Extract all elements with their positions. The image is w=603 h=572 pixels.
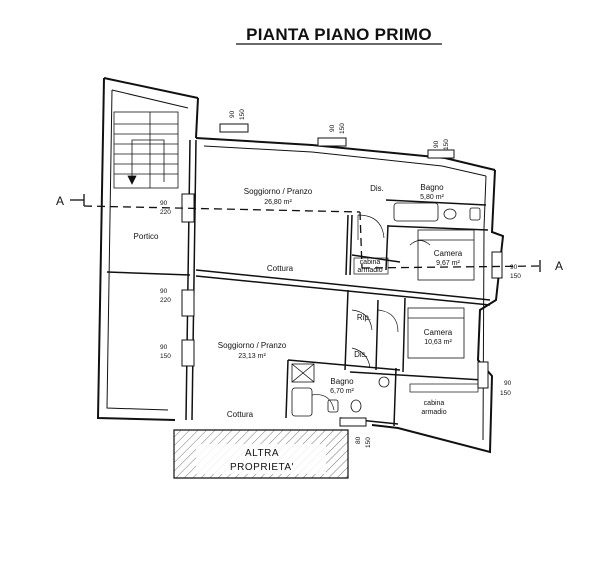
room-dis-1: Dis. (370, 184, 384, 193)
room-camera-2-area: 10,63 m² (424, 339, 452, 346)
windows (181, 123, 503, 427)
bathroom-fixtures (291, 202, 481, 417)
dim-90: 90 (160, 288, 168, 295)
room-soggiorno-2-name: Soggiorno / Pranzo (218, 341, 287, 350)
dim-220: 220 (160, 297, 171, 304)
dim-220: 220 (160, 209, 171, 216)
other-property-line1: ALTRA (245, 448, 279, 459)
room-cabina-1-line2: armadio (357, 267, 382, 274)
room-camera-1-name: Camera (434, 249, 463, 258)
room-bagno-1-area: 5,80 m² (420, 194, 444, 201)
plan-title: PIANTA PIANO PRIMO (246, 25, 432, 44)
room-cabina-2-line1: cabina (424, 400, 445, 407)
dim-90: 90 (229, 110, 236, 118)
room-cabina-2-line2: armadio (421, 409, 446, 416)
dim-90: 90 (433, 140, 440, 148)
room-cabina-1-line1: cabina (360, 259, 381, 266)
room-bagno-1-name: Bagno (420, 183, 444, 192)
dim-150: 150 (239, 109, 246, 120)
dim-150: 150 (365, 437, 372, 448)
dim-150: 150 (443, 139, 450, 150)
room-rip: Rip. (357, 313, 371, 322)
dim-90: 90 (160, 200, 168, 207)
staircase (113, 111, 179, 189)
room-dis-2: Dis. (354, 350, 368, 359)
dim-90: 90 (510, 264, 518, 271)
room-bagno-2-area: 6,70 m² (330, 388, 354, 395)
dimension-labels: 90 150 90 150 90 150 90 220 90 220 90 15… (160, 109, 521, 448)
room-bagno-2-name: Bagno (330, 377, 354, 386)
wardrobes (353, 257, 479, 393)
other-property-line2: PROPRIETA' (230, 462, 294, 473)
dim-150: 150 (500, 390, 511, 397)
section-mark-left: A (56, 194, 64, 208)
room-soggiorno-2-area: 23,13 m² (238, 353, 266, 360)
room-cottura-2: Cottura (227, 410, 254, 419)
section-mark-right: A (555, 259, 563, 273)
door-swings (311, 214, 431, 411)
room-camera-1-area: 9,67 m² (436, 260, 460, 267)
dim-90: 90 (160, 344, 168, 351)
beds (407, 229, 475, 359)
dim-150: 150 (510, 273, 521, 280)
section-line (70, 194, 541, 272)
interior-walls (106, 139, 491, 427)
other-property-area (173, 429, 349, 479)
room-cottura-1: Cottura (267, 264, 294, 273)
room-portico: Portico (134, 232, 159, 241)
dim-150: 150 (160, 353, 171, 360)
room-soggiorno-1-area: 26,80 m² (264, 199, 292, 206)
dim-150: 150 (339, 123, 346, 134)
outer-walls (96, 77, 505, 454)
room-camera-2-name: Camera (424, 328, 453, 337)
dim-80: 80 (355, 436, 362, 444)
dim-90: 90 (504, 380, 512, 387)
dim-90: 90 (329, 124, 336, 132)
room-soggiorno-1-name: Soggiorno / Pranzo (244, 187, 313, 196)
